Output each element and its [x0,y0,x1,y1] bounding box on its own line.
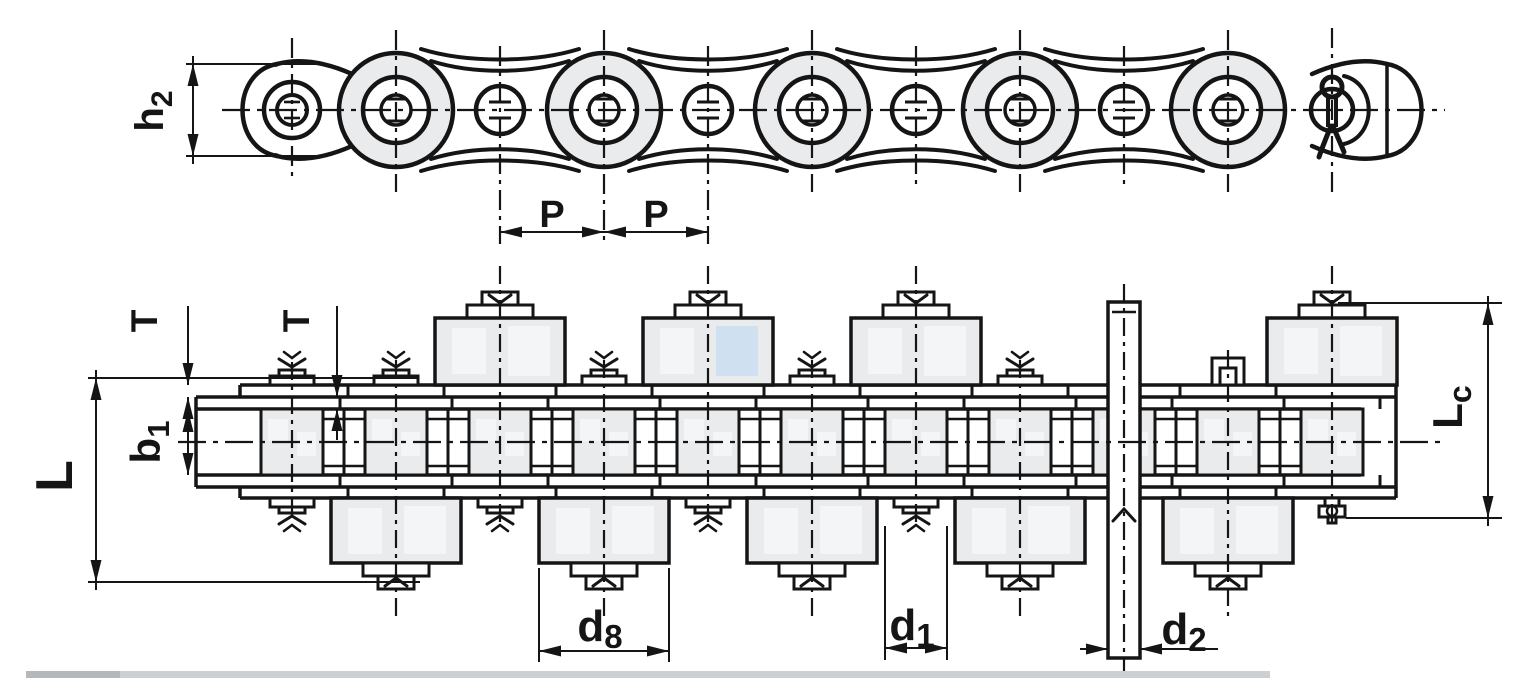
dimension-pin-length-cotter [1338,296,1502,526]
label-plate-thickness-inner: T [276,309,317,332]
label-pin-length: L [26,460,84,492]
centerlines-top-view [222,28,1445,244]
dimension-annotations [88,56,1502,662]
dimension-h2 [186,56,328,164]
dimension-pin-length [88,370,420,590]
dimension-d2 [1080,643,1218,655]
label-pin-length-cotter: Lc [1424,385,1478,428]
label-d1: d1 [889,601,934,654]
side-elevation-view [222,28,1445,244]
label-d2: d2 [1161,605,1206,658]
label-plate-thickness-outer: T [124,309,165,332]
label-b1: b1 [122,421,176,464]
dimension-T-inner [331,306,343,440]
label-h2: h2 [128,90,179,131]
dimension-pitch [500,226,708,238]
label-d8: d8 [577,602,622,655]
plan-view [178,266,1445,672]
dimension-T-outer [182,306,194,475]
centerlines-plan-view [178,266,1445,672]
dimension-b1 [182,410,194,475]
dimension-d1 [884,526,948,660]
dimension-d8 [538,568,670,662]
label-pitch-2: P [643,194,668,236]
page-bottom-table-edge [26,671,1270,678]
dimension-labels: h2 P P T T b1 L Lc d8 d1 d2 [26,90,1478,658]
label-pitch-1: P [539,194,564,236]
